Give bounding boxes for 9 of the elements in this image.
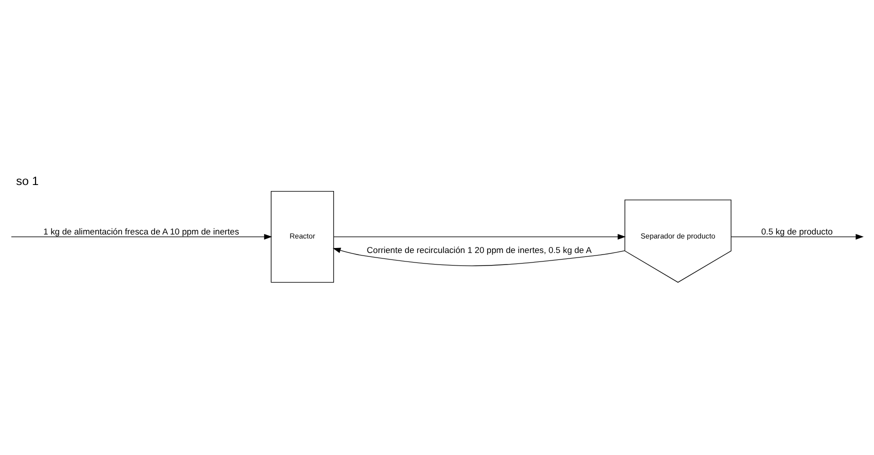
node-box: Reactor [270,190,334,283]
arrow [10,234,272,240]
edge-label: 1 kg de alimentación fresca de A 10 ppm de inertes [43,226,240,236]
edge-label: 0.5 kg de producto [761,226,833,236]
arrow [333,234,626,240]
diagram-title: so 1 [16,174,39,188]
arrow [332,248,626,266]
arrow [730,234,864,240]
edge-label: Corriente de recirculación 1 20 ppm de inertes, 0.5 kg de A [366,245,592,256]
